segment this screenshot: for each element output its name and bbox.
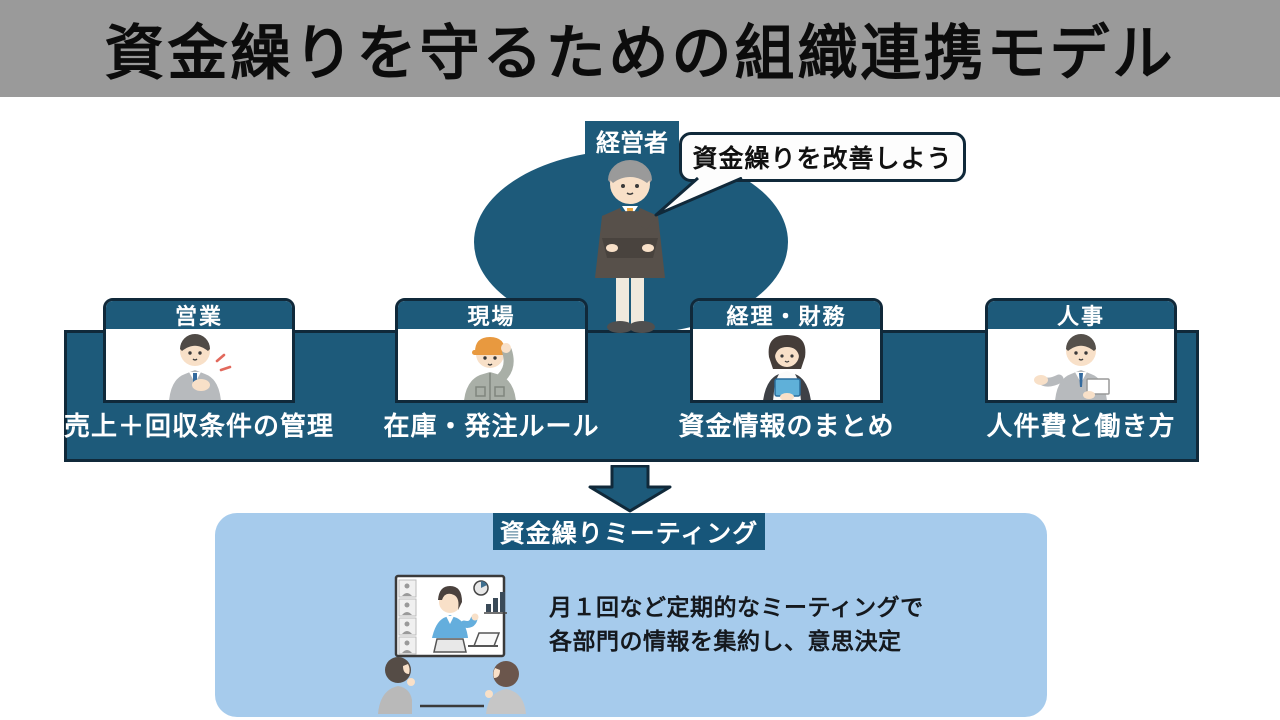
meeting-description-line1: 月１回など定期的なミーティングで: [549, 594, 924, 620]
sales-person-illustration: [169, 334, 232, 400]
sales-card-body: [106, 329, 292, 400]
hr-person-illustration: [1034, 334, 1110, 400]
department-role-finance: 資金情報のまとめ: [678, 411, 895, 441]
department-title-sales: 営業: [106, 301, 292, 329]
speech-text: 資金繰りを改善しよう: [692, 145, 953, 173]
speech-bubble: 資金繰りを改善しよう: [679, 132, 966, 182]
speech-bubble-tail-icon: [654, 177, 743, 217]
department-title-hr: 人事: [988, 301, 1174, 329]
department-title-finance: 経理・財務: [693, 301, 880, 329]
meeting-title: 資金繰りミーティング: [493, 513, 765, 550]
department-role-site: 在庫・発注ルール: [383, 411, 600, 441]
meeting-description-line2: 各部門の情報を集約し、意思決定: [549, 628, 902, 654]
department-title-site: 現場: [398, 301, 585, 329]
department-card-hr: 人事: [985, 298, 1177, 403]
title-bar: 資金繰りを守るための組織連携モデル: [0, 0, 1280, 97]
finance-card-body: [693, 329, 880, 400]
hr-card-body: [988, 329, 1174, 400]
executive-label: 経営者: [585, 121, 679, 159]
executive-person-illustration: [595, 160, 665, 333]
site-worker-illustration: [463, 337, 516, 400]
online-meeting-illustration: [378, 574, 526, 714]
department-role-sales: 売上＋回収条件の管理: [63, 411, 334, 441]
department-card-site: 現場: [395, 298, 588, 403]
finance-person-illustration: [762, 335, 811, 400]
department-card-sales: 営業: [103, 298, 295, 403]
site-card-body: [398, 329, 585, 400]
meeting-description: 月１回など定期的なミーティングで 各部門の情報を集約し、意思決定: [549, 590, 924, 658]
page-title: 資金繰りを守るための組織連携モデル: [104, 20, 1176, 87]
down-arrow-icon: [588, 465, 672, 513]
department-role-hr: 人件費と働き方: [986, 411, 1176, 441]
department-card-finance: 経理・財務: [690, 298, 883, 403]
